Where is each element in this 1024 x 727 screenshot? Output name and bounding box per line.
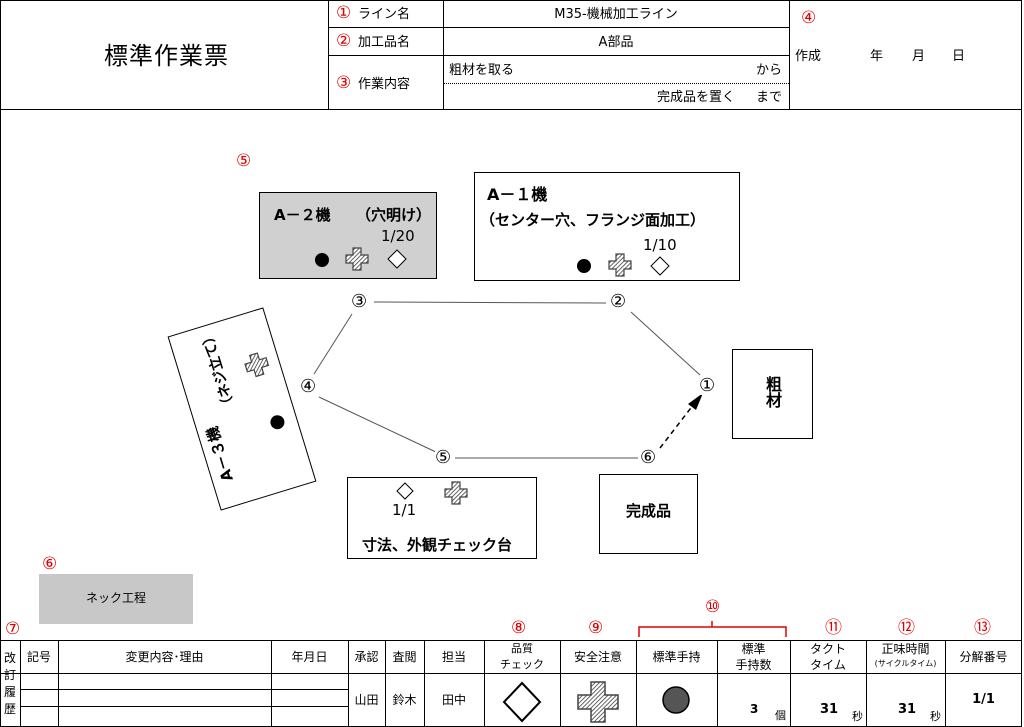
part-name-number: ②	[336, 31, 352, 51]
safety-symbol-icon	[577, 681, 619, 723]
step-3: ③	[351, 291, 368, 312]
raw-material-box	[732, 349, 813, 439]
a1-safety-icon	[608, 253, 632, 277]
quality-symbol-icon	[502, 681, 542, 723]
machine-a1-process: （センター穴、フランジ面加工）	[480, 211, 706, 229]
col-mark: 記号	[26, 650, 51, 664]
net-time-unit: 秒	[930, 710, 941, 723]
line-name-label: ライン名	[358, 7, 411, 22]
created-day: 日	[952, 49, 966, 64]
machine-a2-process: （穴明け）	[356, 206, 432, 224]
quality-number: ⑧	[511, 618, 527, 638]
line-name-value: M35-機械加工ライン	[554, 7, 678, 22]
inspection-quality-icon	[396, 482, 414, 500]
work-content-label: 作業内容	[358, 77, 411, 92]
raw-material-label: 粗材	[763, 376, 782, 408]
col-charge: 担当	[441, 650, 466, 664]
a1-quality-icon	[650, 256, 670, 276]
bottleneck-legend	[39, 574, 193, 624]
wip-count-label-1: 標準	[741, 642, 766, 656]
bottleneck-number: ⑥	[42, 554, 58, 574]
step-4: ④	[300, 376, 317, 397]
inspection-safety-icon	[444, 481, 468, 505]
safety-number: ⑨	[588, 618, 604, 638]
work-from-text: 粗材を取る	[449, 63, 515, 78]
net-time-value: 31	[898, 702, 917, 717]
wip-number: ⑩	[705, 597, 721, 617]
work-to-suffix: まで	[756, 90, 783, 105]
wip-bracket	[638, 621, 787, 637]
col-date: 年月日	[291, 650, 328, 664]
takt-number: ⑪	[825, 618, 842, 638]
work-content-number: ③	[336, 73, 352, 93]
safety-label: 安全注意	[573, 650, 622, 664]
a2-quality-icon	[387, 249, 407, 269]
part-name-value: A部品	[598, 35, 634, 50]
machine-a2-box	[259, 192, 437, 279]
revision-number: ⑦	[5, 619, 21, 639]
takt-label-1: タクト	[809, 642, 846, 656]
inspection-table-box	[347, 477, 537, 559]
split-label: 分解番号	[959, 650, 1008, 664]
charge-name: 田中	[441, 693, 466, 707]
diagram-frame	[0, 109, 1022, 641]
wip-count-unit: 個	[775, 709, 786, 722]
step-1: ①	[699, 375, 716, 396]
bottleneck-label: ネック工程	[85, 591, 146, 605]
machine-a2-name: A－２機	[274, 206, 331, 224]
a3-wip-icon	[270, 415, 285, 430]
a1-wip-icon	[577, 259, 591, 273]
step-6: ⑥	[640, 447, 657, 468]
a3-safety-icon	[244, 352, 270, 378]
header-frame	[0, 0, 1022, 110]
a2-safety-icon	[345, 247, 369, 271]
takt-value: 31	[820, 702, 839, 717]
created-month: 月	[912, 49, 926, 64]
step-2: ②	[610, 291, 627, 312]
finished-goods-label: 完成品	[625, 502, 671, 520]
takt-label-2: タイム	[810, 658, 846, 672]
checker-name: 鈴木	[392, 693, 417, 707]
wip-label: 標準手持	[652, 650, 701, 664]
work-to-text: 完成品を置く	[657, 90, 736, 105]
quality-label-1: 品質	[511, 642, 533, 655]
work-from-suffix: から	[756, 63, 783, 78]
machine-a2-ratio: 1/20	[381, 227, 415, 245]
inspection-ratio: 1/1	[392, 501, 417, 519]
split-value: 1/1	[972, 692, 995, 707]
finished-goods-box	[599, 474, 698, 554]
net-time-label-1: 正味時間	[881, 642, 930, 656]
col-check: 査閲	[392, 650, 417, 664]
net-time-number: ⑫	[898, 618, 915, 638]
line-name-number: ①	[336, 3, 352, 23]
machine-a1-box	[474, 172, 740, 281]
created-number: ④	[801, 8, 817, 28]
step-5: ⑤	[435, 447, 452, 468]
machine-a3: A－３機 （ネジ立て）	[167, 307, 317, 511]
col-change: 変更内容･理由	[125, 650, 204, 664]
machine-a1-ratio: 1/10	[643, 236, 677, 254]
approver-name: 山田	[354, 693, 379, 707]
created-year: 年	[870, 49, 884, 64]
split-number: ⑬	[974, 618, 991, 638]
part-name-label: 加工品名	[358, 35, 411, 50]
layout-number: ⑤	[236, 151, 252, 171]
created-label: 作成	[795, 49, 822, 64]
wip-count-label-2: 手持数	[735, 658, 772, 672]
a2-wip-icon	[315, 253, 329, 267]
net-time-label-2: (サイクルタイム)	[874, 659, 937, 668]
machine-a1-name: A－１機	[487, 185, 548, 204]
col-approve: 承認	[354, 650, 379, 664]
page-title: 標準作業票	[104, 42, 229, 70]
quality-label-2: チェック	[500, 658, 544, 671]
takt-unit: 秒	[852, 710, 863, 723]
revision-side-label: 改訂履歴	[3, 651, 16, 716]
wip-count-value: 3	[750, 702, 759, 716]
inspection-label: 寸法、外観チェック台	[362, 536, 513, 554]
wip-symbol-icon	[662, 686, 690, 714]
